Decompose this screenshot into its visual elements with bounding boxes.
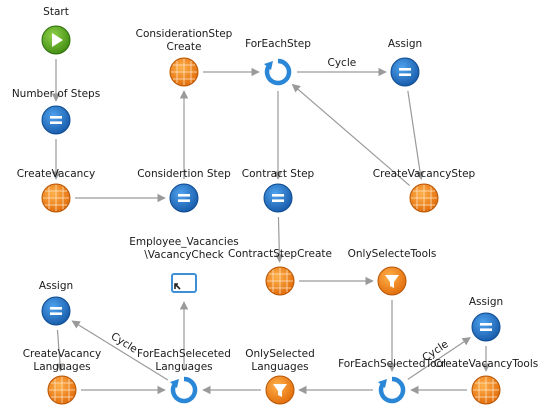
node-foreach-sel-lang-foreach-icon[interactable] — [169, 375, 199, 405]
node-label-emp-vac-check: Employee_Vacancies \VacancyCheck — [129, 236, 239, 261]
edge-contract_step-to-contract_step_create[interactable] — [275, 216, 284, 263]
edge-foreach_sel_lang-to-assign_left[interactable] — [71, 320, 169, 381]
node-create-vacancy-entity-icon[interactable] — [41, 183, 71, 213]
node-label-only-selecte-tools: OnlySelecteTools — [347, 248, 437, 260]
node-label-assign-left: Assign — [38, 280, 74, 292]
nodes-layer — [41, 25, 501, 405]
node-label-create-vac-tools: CreateVacancyTools — [433, 358, 539, 370]
node-label-num-steps: Number of Steps — [11, 88, 101, 100]
edge-label-cycle: Cycle — [327, 57, 357, 69]
edge-create_vacancy_step-to-foreach_step[interactable] — [291, 83, 411, 187]
node-contract-step-create-entity-icon[interactable] — [265, 266, 295, 296]
node-start-start-icon[interactable] — [41, 25, 71, 55]
node-assign-top-assign-icon[interactable] — [390, 57, 420, 87]
node-label-create-vacancy: CreateVacancy — [16, 168, 96, 180]
node-assign-left-assign-icon[interactable] — [41, 296, 71, 326]
node-label-foreach-sel-lang: ForEachSeleceted Languages — [137, 348, 231, 373]
node-contract-step-assign-icon[interactable] — [263, 183, 293, 213]
node-label-assign-right: Assign — [468, 296, 504, 308]
node-label-create-vacancy-step: CreateVacancyStep — [372, 168, 476, 180]
node-create-vac-lang-entity-icon[interactable] — [47, 375, 77, 405]
node-label-assign-top: Assign — [387, 38, 423, 50]
node-foreach-step-foreach-icon[interactable] — [263, 57, 293, 87]
node-label-foreach-sel-tool: ForEachSelectedTool — [338, 358, 446, 370]
node-label-consid-step: Considertion Step — [137, 168, 231, 180]
node-only-sel-lang-filter-icon[interactable] — [265, 375, 295, 405]
node-consid-step-assign-icon[interactable] — [169, 183, 199, 213]
node-label-contract-step: Contract Step — [241, 168, 315, 180]
node-label-foreach-step: ForEachStep — [245, 38, 311, 50]
node-label-contract-step-create: ContractStepCreate — [228, 248, 332, 260]
node-emp-vac-check-query-icon[interactable] — [171, 273, 197, 293]
node-create-vacancy-step-entity-icon[interactable] — [409, 183, 439, 213]
node-create-vac-tools-entity-icon[interactable] — [471, 375, 501, 405]
edge-assign_left-to-create_vac_lang[interactable] — [55, 329, 65, 372]
node-foreach-sel-tool-foreach-icon[interactable] — [377, 375, 407, 405]
edge-assign_top-to-create_vacancy_step[interactable] — [407, 90, 425, 181]
node-label-start: Start — [43, 6, 69, 18]
edge-foreach_sel_tool-to-assign_right[interactable] — [407, 337, 471, 380]
node-label-only-sel-lang: OnlySelected Languages — [245, 348, 315, 373]
node-only-selecte-tools-filter-icon[interactable] — [377, 266, 407, 296]
edges-layer — [51, 59, 491, 395]
node-num-steps-assign-icon[interactable] — [41, 105, 71, 135]
node-label-consid-step-create: ConsiderationStep Create — [135, 28, 233, 53]
node-label-create-vac-lang: CreateVacancy Languages — [22, 348, 102, 373]
node-consid-step-create-entity-icon[interactable] — [169, 57, 199, 87]
node-assign-right-assign-icon[interactable] — [471, 312, 501, 342]
